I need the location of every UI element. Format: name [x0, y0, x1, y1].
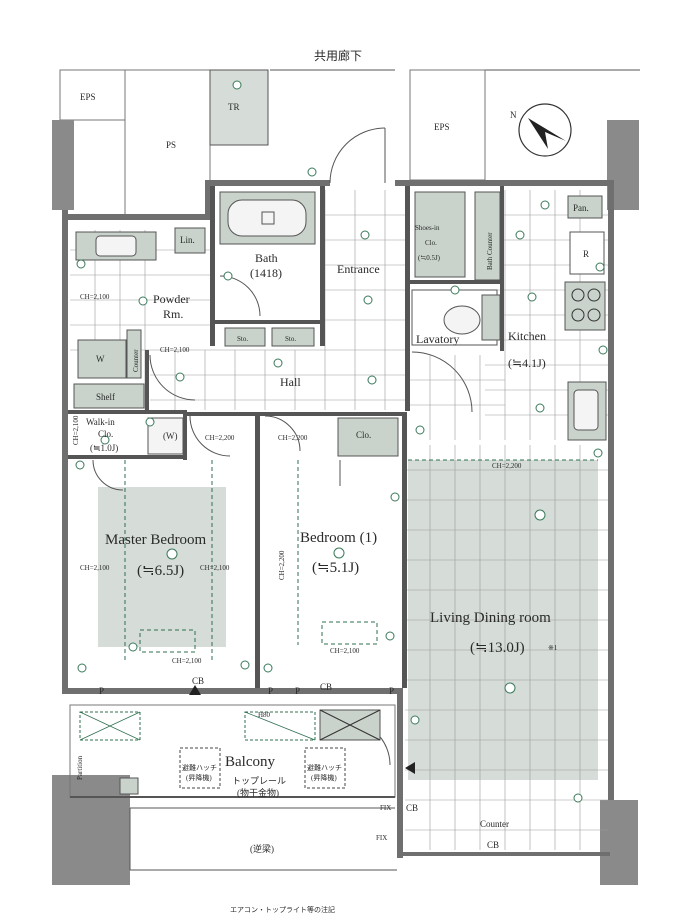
shoes-size-label: (≒0.5J): [418, 254, 441, 262]
p-mark-1: P: [99, 686, 104, 696]
counter-bottom-label: Counter: [480, 819, 509, 829]
hall-label: Hall: [280, 375, 301, 389]
bedroom1-label: Bedroom (1): [300, 530, 377, 546]
ps-label: PS: [166, 140, 176, 150]
balcony-area: [69, 685, 415, 871]
top-rail2-label: (物干金物): [237, 787, 279, 798]
h80-mark: H80: [258, 711, 271, 719]
shoes-in-label: Shoes-in: [415, 224, 440, 232]
ch-mark-c: CH=2,200: [278, 434, 308, 442]
bath-counter-label: Bath Counter: [486, 232, 494, 270]
corridor-label: 共用廊下: [314, 48, 362, 63]
cb-mark-4: CB: [487, 840, 499, 850]
bath-size-label: (1418): [250, 266, 282, 280]
ldr-label: Living Dining room: [430, 610, 551, 626]
ldr-size-label: (≒13.0J): [470, 640, 525, 656]
powder-rm-label: Rm.: [163, 307, 183, 321]
ch-mark-e: CH=2,100: [200, 564, 230, 572]
roof-label: (逆梁): [250, 843, 274, 854]
w-mark-label: (W): [163, 431, 178, 441]
walkin-label: Walk-in: [86, 417, 115, 427]
tr-label: TR: [228, 102, 240, 112]
master-bedroom-size-label: (≒6.5J): [137, 563, 184, 579]
hatch1a-label: 避難ハッチ: [182, 763, 217, 772]
ldr-note-label: ※1: [548, 644, 558, 652]
sto2-label: Sto.: [285, 335, 296, 343]
fix-mark-1: FIX: [380, 804, 391, 812]
walkin-clo-label: Clo.: [98, 429, 113, 439]
hatch2b-label: (昇降機): [311, 773, 337, 782]
ch-mark-a: CH=2,100: [80, 293, 110, 301]
fixtures: [73, 191, 607, 457]
hatch2a-label: 避難ハッチ: [307, 763, 342, 772]
kitchen-size-label: (≒4.1J): [508, 356, 546, 370]
compass-letter: N: [510, 110, 517, 120]
ch-mark-d: CH=2,100: [80, 564, 110, 572]
top-rail-label: トップレール: [232, 776, 286, 786]
hatch1b-label: (昇降機): [186, 773, 212, 782]
partition-label: Partition: [76, 755, 84, 780]
exterior-walls: [62, 180, 614, 858]
cb-mark-1: CB: [192, 676, 204, 686]
ch-mark-g: CH=2,100: [172, 657, 202, 665]
cb-mark-3: CB: [406, 803, 418, 813]
entrance-door: [329, 127, 386, 184]
master-bed-zone: [98, 487, 226, 647]
north-compass: N: [510, 103, 572, 157]
tile-grid: [70, 190, 608, 440]
ch-mark-k: CH=2,100: [160, 346, 190, 354]
refrigerator-label: R: [583, 249, 589, 259]
ch-mark-j: CH=2,100: [72, 415, 80, 445]
counter-small-label: Counter: [132, 349, 140, 372]
bath-label: Bath: [255, 251, 278, 265]
eps-left-label: EPS: [80, 92, 96, 102]
lavatory-label: Lavatory: [416, 332, 459, 346]
powder-label: Powder: [153, 292, 190, 306]
ldr-grid: [405, 445, 608, 850]
sto1-label: Sto.: [237, 335, 248, 343]
cb-mark-2: CB: [320, 682, 332, 692]
ch-mark-i: CH=2,200: [492, 462, 522, 470]
lin-label: Lin.: [180, 235, 195, 245]
pillar-bottom-right: [600, 800, 638, 885]
clo-label: Clo.: [356, 430, 371, 440]
p-mark-3: P: [295, 686, 300, 696]
fix-mark-2: FIX: [376, 834, 387, 842]
ceiling-lights: [75, 167, 608, 803]
master-bedroom-label: Master Bedroom: [105, 532, 207, 548]
walkin-size-label: (≒1.0J): [90, 443, 118, 453]
bottom-note-label: エアコン・トップライト等の注記: [230, 905, 335, 914]
top-shafts: [59, 69, 486, 216]
p-mark-4: P: [389, 686, 394, 696]
ch-mark-b: CH=2,200: [205, 434, 235, 442]
washer-label: W: [96, 354, 105, 364]
interior-walls: [68, 186, 504, 688]
shoes-clo-label: Clo.: [425, 239, 437, 247]
ch-mark-h: CH=2,100: [330, 647, 360, 655]
kitchen-label: Kitchen: [508, 329, 546, 343]
bed1-dash-box: [321, 621, 378, 645]
entrance-label: Entrance: [337, 262, 380, 276]
balcony-label: Balcony: [225, 754, 275, 770]
bedroom1-size-label: (≒5.1J): [312, 560, 359, 576]
pantry-label: Pan.: [573, 203, 589, 213]
pillar-top-left: [52, 120, 74, 210]
master-dash-box: [139, 629, 196, 653]
eps-right-label: EPS: [434, 122, 450, 132]
shelf-label: Shelf: [96, 392, 115, 402]
ch-mark-f: CH=2,200: [278, 550, 286, 580]
pillar-bottom-left: [52, 775, 130, 885]
p-mark-2: P: [268, 686, 273, 696]
